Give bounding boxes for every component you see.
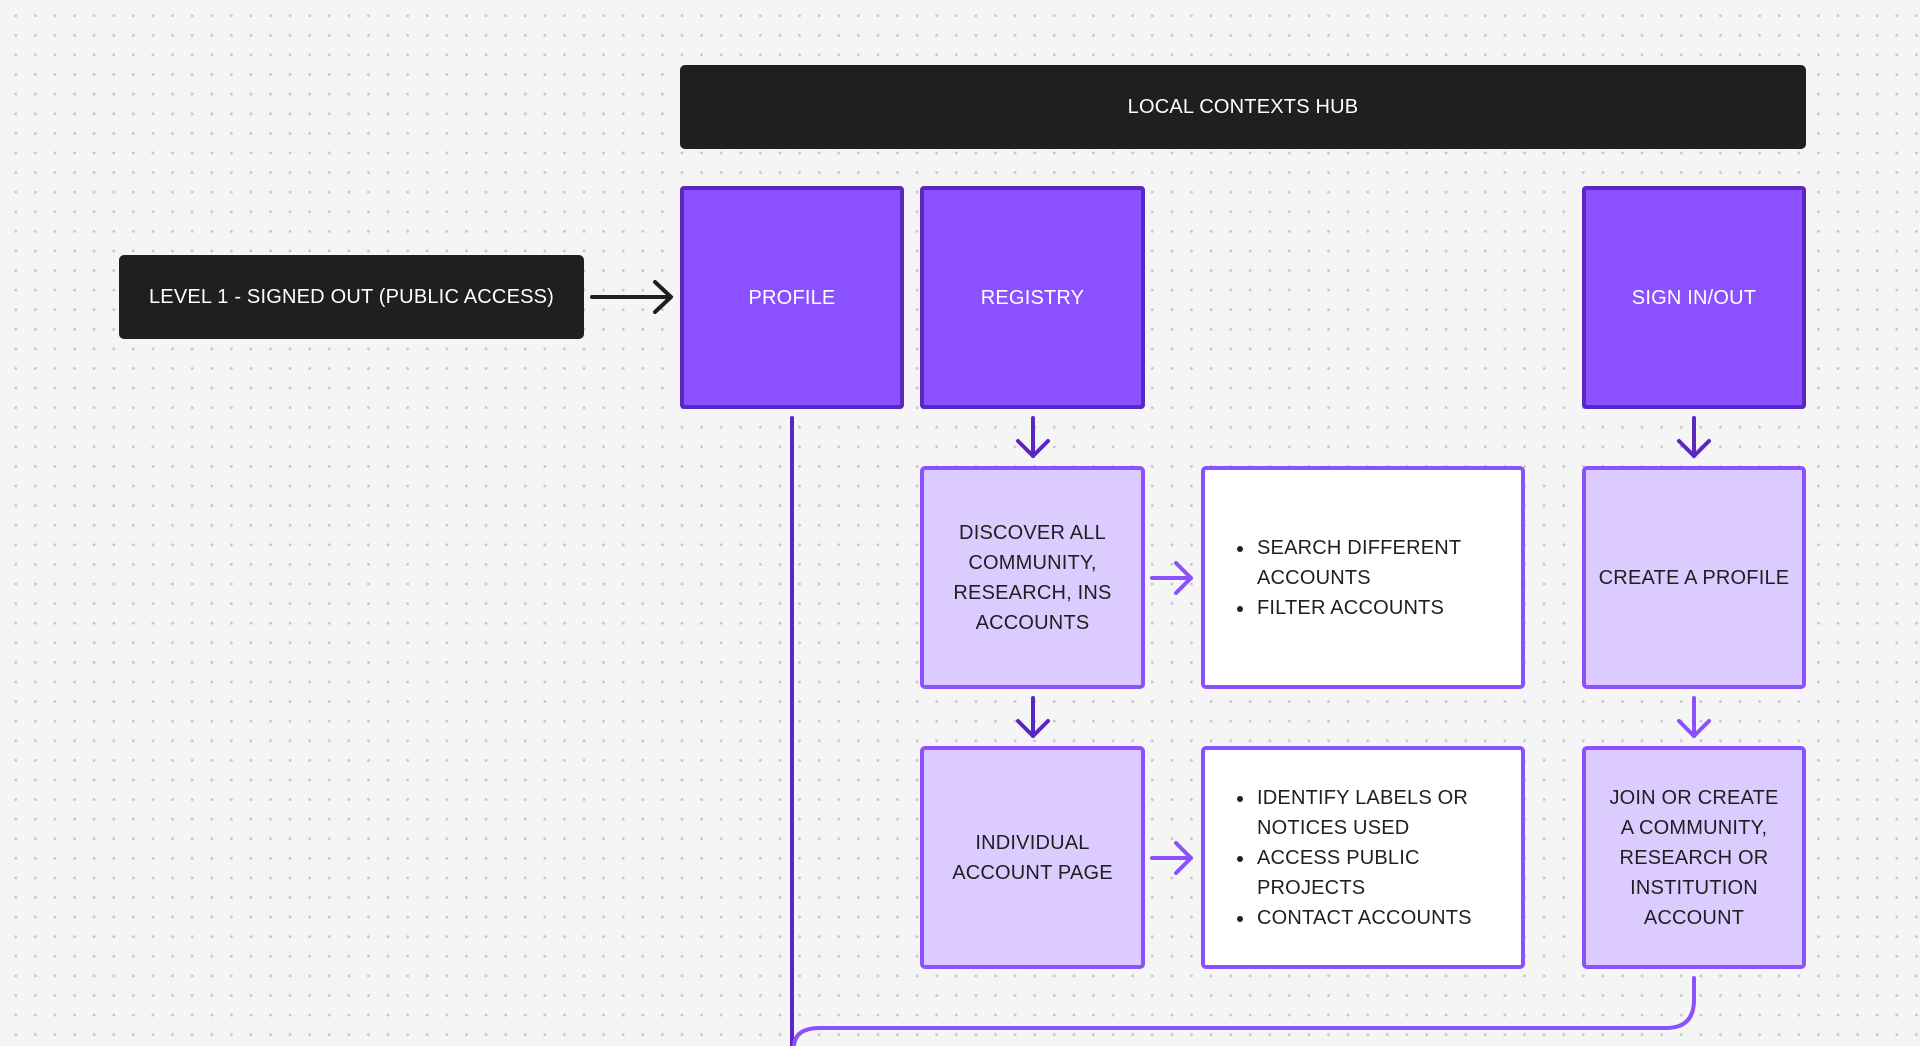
discover-actions-node: SEARCH DIFFERENT ACCOUNTS FILTER ACCOUNT…: [1201, 466, 1525, 689]
join-to-profile-connector: [792, 976, 1696, 1046]
signin-to-create-arrow: [1677, 416, 1711, 458]
join-account-node: JOIN OR CREATE A COMMUNITY, RESEARCH OR …: [1582, 746, 1806, 969]
registry-node: REGISTRY: [920, 186, 1145, 409]
discover-to-account-arrow: [1016, 696, 1050, 738]
discover-accounts-label: DISCOVER ALL COMMUNITY, RESEARCH, INS AC…: [953, 521, 1112, 634]
individual-account-node: INDIVIDUAL ACCOUNT PAGE: [920, 746, 1145, 969]
registry-to-discover-arrow: [1016, 416, 1050, 458]
create-profile-label: CREATE A PROFILE: [1598, 566, 1790, 589]
signin-label: SIGN IN/OUT: [1631, 286, 1757, 309]
account-action-item: CONTACT ACCOUNTS: [1255, 903, 1501, 933]
discover-actions-list: SEARCH DIFFERENT ACCOUNTS FILTER ACCOUNT…: [1233, 533, 1501, 623]
account-actions-list: IDENTIFY LABELS OR NOTICES USED ACCESS P…: [1233, 783, 1501, 933]
account-actions-node: IDENTIFY LABELS OR NOTICES USED ACCESS P…: [1201, 746, 1525, 969]
account-action-item: ACCESS PUBLIC PROJECTS: [1255, 843, 1501, 903]
signin-node: SIGN IN/OUT: [1582, 186, 1806, 409]
join-account-label: JOIN OR CREATE A COMMUNITY, RESEARCH OR …: [1609, 786, 1779, 929]
create-profile-node: CREATE A PROFILE: [1582, 466, 1806, 689]
hub-header: LOCAL CONTEXTS HUB: [680, 65, 1806, 149]
create-to-join-arrow: [1677, 696, 1711, 738]
registry-label: REGISTRY: [980, 286, 1085, 309]
profile-node: PROFILE: [680, 186, 904, 409]
discover-to-actions-arrow: [1150, 561, 1193, 595]
discover-accounts-node: DISCOVER ALL COMMUNITY, RESEARCH, INS AC…: [920, 466, 1145, 689]
profile-label: PROFILE: [748, 286, 836, 309]
hub-header-label: LOCAL CONTEXTS HUB: [1127, 96, 1359, 118]
level-1-label: LEVEL 1 - SIGNED OUT (PUBLIC ACCESS): [148, 286, 555, 308]
account-action-item: IDENTIFY LABELS OR NOTICES USED: [1255, 783, 1501, 843]
discover-action-item: SEARCH DIFFERENT ACCOUNTS: [1255, 533, 1501, 593]
discover-action-item: FILTER ACCOUNTS: [1255, 593, 1501, 623]
individual-account-label: INDIVIDUAL ACCOUNT PAGE: [952, 831, 1113, 884]
account-to-actions-arrow: [1150, 841, 1193, 875]
level-1-node: LEVEL 1 - SIGNED OUT (PUBLIC ACCESS): [119, 255, 584, 339]
level-to-profile-arrow: [590, 280, 673, 314]
